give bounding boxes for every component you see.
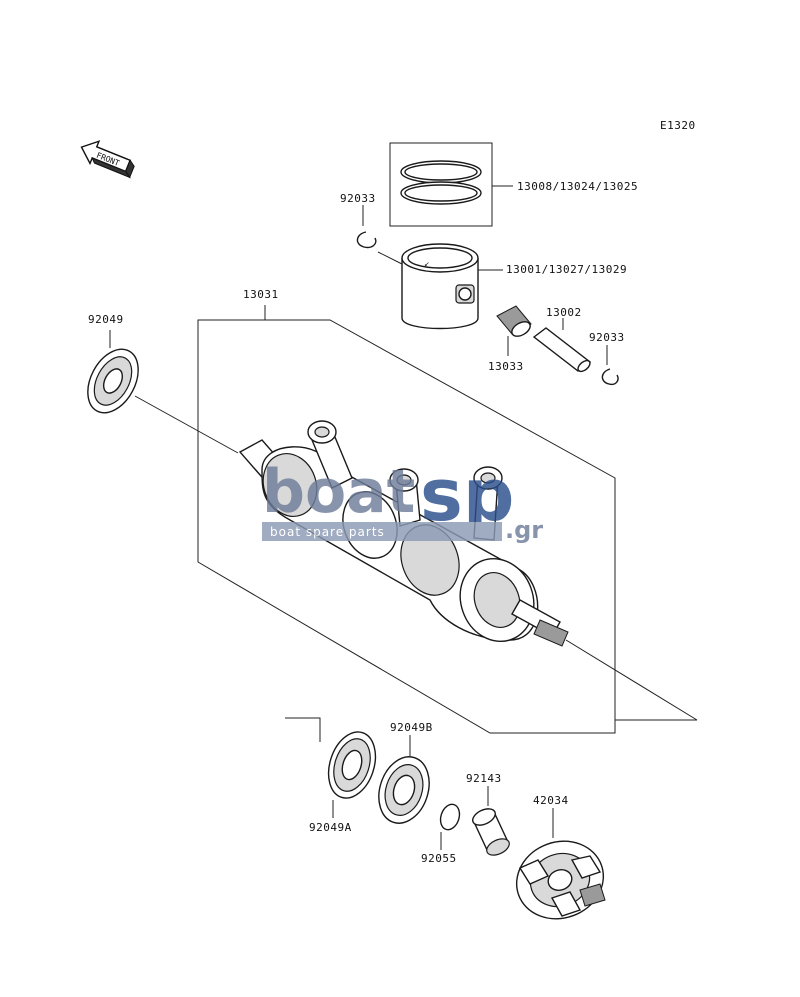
- watermark-brand-main: boat: [262, 457, 415, 527]
- diagram-code-label: E1320: [660, 119, 696, 132]
- collar: [472, 786, 510, 856]
- piston-rings-part-number: 13008/13024/13025: [517, 180, 638, 193]
- circlip-top-part-number: 92033: [340, 192, 376, 205]
- bearing-b-part-number: 92049B: [390, 721, 433, 734]
- svg-text:↙: ↙: [424, 259, 429, 269]
- oil-seal-left-part-number: 92049: [88, 313, 124, 326]
- oil-seal-a: [327, 731, 377, 818]
- circlip-right: [601, 345, 619, 386]
- piston-pin: [532, 318, 592, 373]
- reference-line-bottom: [285, 717, 321, 742]
- piston-pin-part-number: 13002: [546, 306, 582, 319]
- needle-bearing: [496, 305, 532, 356]
- bearing-b: [378, 735, 430, 824]
- collar-part-number: 92143: [466, 772, 502, 785]
- circlip-right-part-number: 92033: [589, 331, 625, 344]
- coupling: [515, 808, 606, 920]
- needle-bearing-part-number: 13033: [488, 360, 524, 373]
- watermark-tagline-bar: [262, 522, 502, 541]
- o-ring: [439, 803, 461, 850]
- coupling-part-number: 42034: [533, 794, 569, 807]
- watermark-domain: .gr: [505, 516, 543, 544]
- watermark-logo: boat sp .gr boat spare parts: [262, 453, 543, 544]
- front-arrow-icon: FRONT: [80, 140, 135, 179]
- piston-part-number: 13001/13027/13029: [506, 263, 627, 276]
- piston: ↙: [377, 243, 503, 330]
- oil-seal-left: [87, 330, 239, 454]
- piston-rings: [389, 142, 513, 227]
- crankshaft: [238, 420, 698, 721]
- crankshaft-assembly-part-number: 13031: [243, 288, 279, 301]
- oil-seal-a-part-number: 92049A: [309, 821, 352, 834]
- crankshaft-assembly-outline: [197, 319, 616, 734]
- o-ring-part-number: 92055: [421, 852, 457, 865]
- watermark-tagline: boat spare parts: [270, 525, 385, 539]
- circlip-top: [356, 205, 377, 249]
